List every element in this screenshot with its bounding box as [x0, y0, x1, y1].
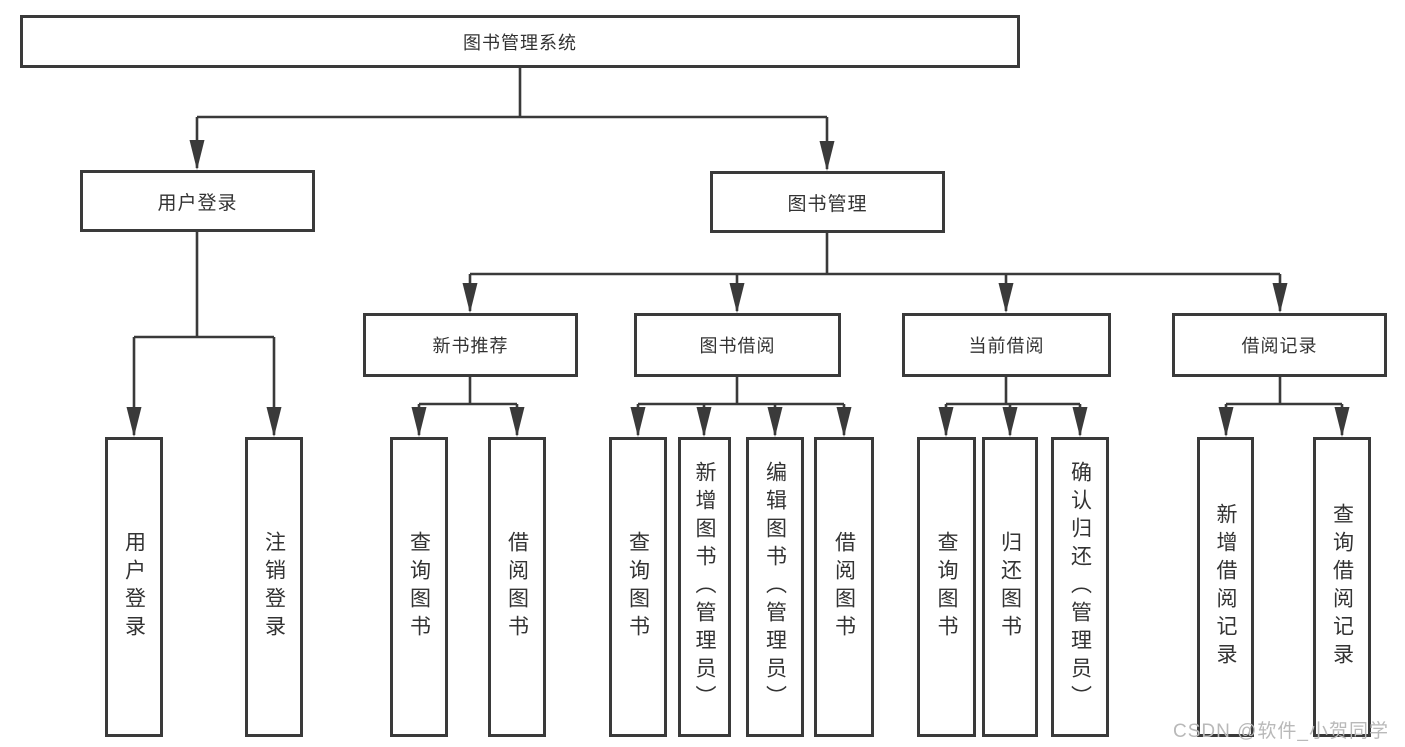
node-label: 用户登录	[122, 531, 146, 643]
node-label: 图书借阅	[699, 336, 776, 356]
node-book-management: 图书管理	[710, 171, 945, 233]
leaf-confirm-return-admin: 确认归还（管理员）	[1051, 437, 1109, 737]
node-user-login: 用户登录	[80, 170, 315, 232]
node-label: 确认归还（管理员）	[1068, 461, 1092, 713]
node-label: 图书管理系统	[463, 32, 577, 53]
node-label: 查询借阅记录	[1330, 503, 1354, 671]
node-book-borrowing: 图书借阅	[634, 313, 841, 377]
leaf-borrow-books: 借阅图书	[814, 437, 874, 737]
node-label: 归还图书	[998, 531, 1022, 643]
node-label: 借阅记录	[1241, 336, 1318, 356]
node-label: 用户登录	[157, 192, 238, 214]
node-label: 当前借阅	[968, 336, 1045, 356]
leaf-query-books-borrowing: 查询图书	[609, 437, 667, 737]
leaf-return-books: 归还图书	[982, 437, 1038, 737]
csdn-watermark: CSDN @软件_小贺同学	[1173, 721, 1389, 742]
leaf-query-books-current: 查询图书	[917, 437, 976, 737]
node-label: 编辑图书（管理员）	[763, 461, 787, 713]
leaf-query-books-recommend: 查询图书	[390, 437, 448, 737]
node-label: 新增图书（管理员）	[693, 461, 716, 713]
node-label: 借阅图书	[505, 531, 529, 643]
node-label: 新增借阅记录	[1214, 503, 1237, 671]
node-borrowing-records: 借阅记录	[1172, 313, 1387, 377]
node-label: 查询图书	[626, 531, 650, 643]
leaf-user-login: 用户登录	[105, 437, 163, 737]
node-label: 新书推荐	[432, 336, 509, 356]
node-label: 查询图书	[935, 531, 958, 643]
node-label: 借阅图书	[832, 531, 856, 643]
leaf-add-borrow-record: 新增借阅记录	[1197, 437, 1254, 737]
node-new-book-recommend: 新书推荐	[363, 313, 578, 377]
node-label: 图书管理	[787, 193, 868, 215]
leaf-logout: 注销登录	[245, 437, 303, 737]
leaf-add-books-admin: 新增图书（管理员）	[678, 437, 731, 737]
leaf-query-borrow-record: 查询借阅记录	[1313, 437, 1371, 737]
leaf-edit-books-admin: 编辑图书（管理员）	[746, 437, 804, 737]
node-label: 查询图书	[407, 531, 431, 643]
node-library-management-system: 图书管理系统	[20, 15, 1020, 68]
node-current-borrowing: 当前借阅	[902, 313, 1111, 377]
leaf-borrow-books-recommend: 借阅图书	[488, 437, 546, 737]
node-label: 注销登录	[262, 531, 286, 643]
